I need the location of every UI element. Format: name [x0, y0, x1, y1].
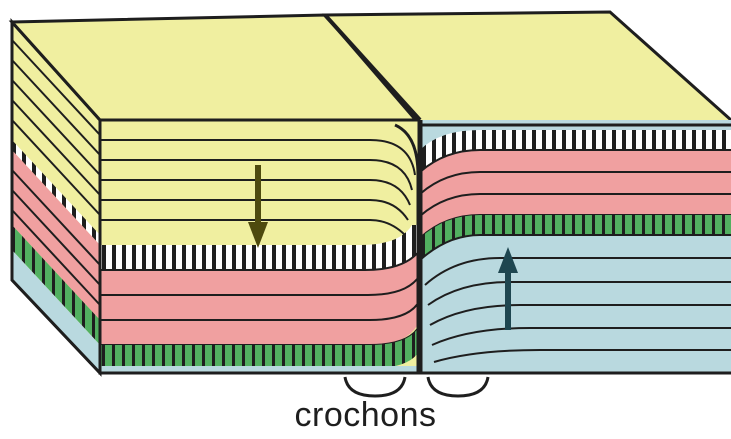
left-front-face [100, 120, 420, 374]
caption-label: crochons [0, 396, 731, 435]
crochon-brackets [345, 377, 488, 396]
right-front-face [420, 120, 731, 373]
